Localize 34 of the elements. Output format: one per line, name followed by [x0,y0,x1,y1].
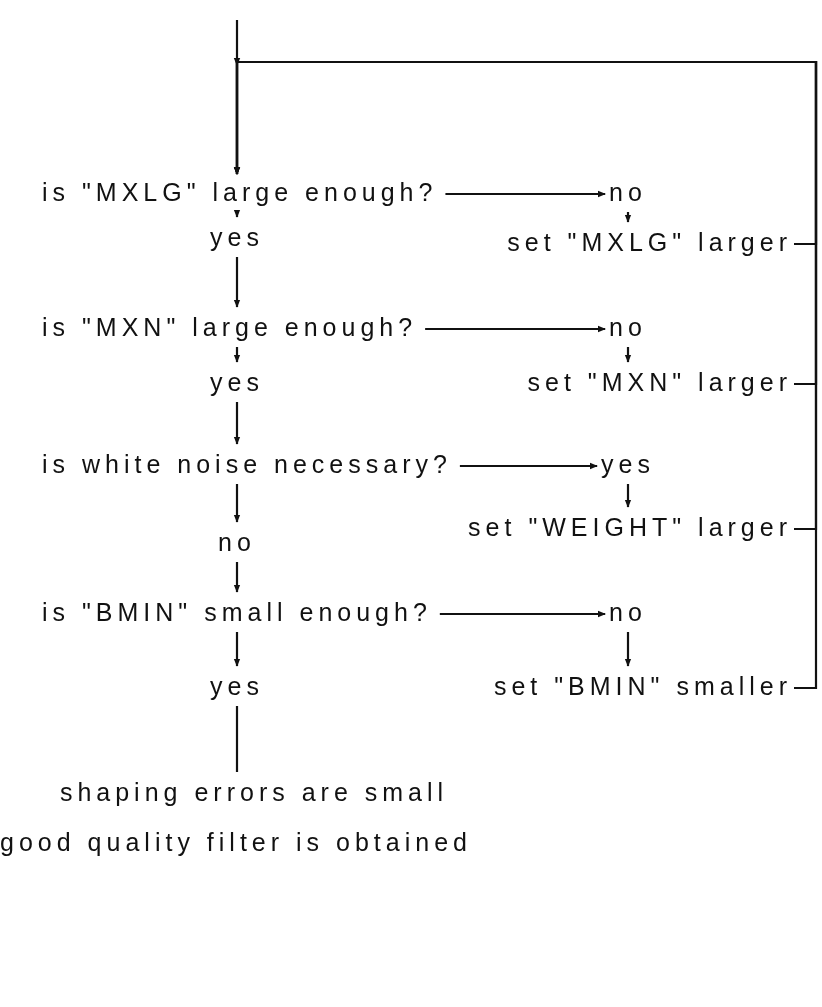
arrow [439,610,606,618]
arrow [624,212,632,223]
arrow [233,347,241,363]
flow-step-text: is "MXLG" large enough? [42,178,438,206]
arrow [459,462,598,470]
arrow [425,325,606,333]
flow-step-text: set "MXLG" larger [507,228,792,256]
flow-step-text: is "MXN" large enough? [42,313,418,341]
arrow [445,190,606,198]
flow-step-text: yes [210,672,264,700]
flow-step-text: set "WEIGHT" larger [468,513,792,541]
flow-step-text: yes [210,368,264,396]
arrow [233,562,241,593]
flow-step-text: no [609,313,647,341]
flow-step-text: no [218,528,256,556]
arrow [624,347,632,363]
arrow [624,484,632,508]
arrow [624,632,632,667]
arrow [233,209,241,218]
flow-step-text: set "MXN" larger [527,368,792,396]
flow-step-text: is "BMIN" small enough? [42,598,432,626]
arrow [233,257,241,308]
flow-step-text: good quality filter is obtained [0,828,472,856]
arrow [233,402,241,445]
flow-step-text: no [609,598,647,626]
flow-step-text: no [609,178,647,206]
flow-step-text: yes [210,223,264,251]
arrow [233,60,818,690]
flow-step-text: is white noise necessary? [42,450,452,478]
arrow [233,484,241,523]
arrow [233,632,241,667]
flow-step-text: yes [601,450,655,478]
flow-step-text: shaping errors are small [59,778,449,806]
flow-step-text: set "BMIN" smaller [493,672,792,700]
